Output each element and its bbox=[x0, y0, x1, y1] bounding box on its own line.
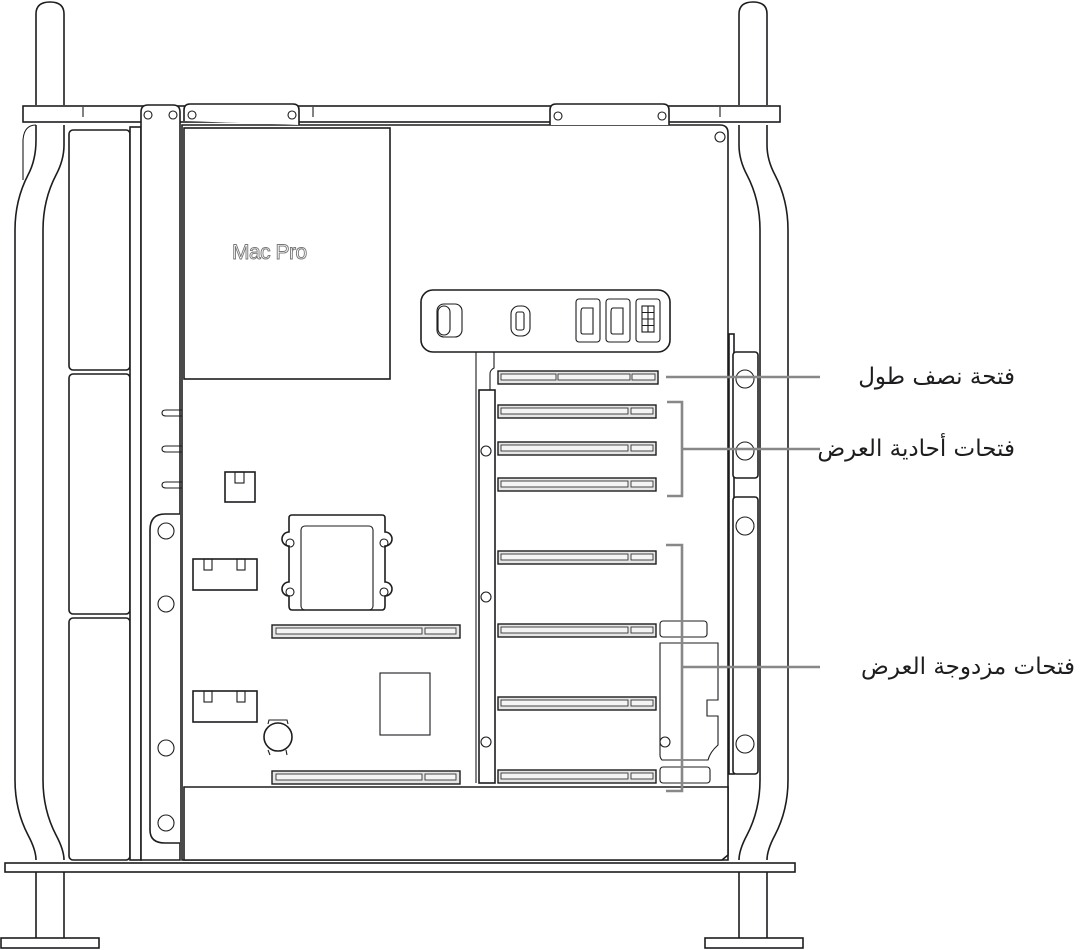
single-wide-slot-1[interactable] bbox=[497, 404, 657, 419]
right-side-rail bbox=[728, 333, 759, 775]
double-wide-slot-1[interactable] bbox=[497, 550, 657, 565]
hdmi-port-2-icon[interactable] bbox=[605, 298, 631, 343]
pcie-riser bbox=[475, 352, 496, 784]
aux-power-connector-icon[interactable] bbox=[635, 298, 661, 343]
half-length-slot[interactable] bbox=[497, 370, 659, 385]
thunderbolt-port-icon[interactable] bbox=[510, 305, 531, 337]
pcie-slots bbox=[497, 370, 659, 784]
board-components bbox=[192, 471, 431, 756]
fan-modules bbox=[68, 129, 131, 861]
bottom-rail bbox=[4, 862, 796, 873]
lower-enclosure bbox=[183, 786, 729, 864]
mac-pro-logo: Mac Pro bbox=[232, 241, 308, 265]
left-board-slots bbox=[271, 624, 461, 785]
single-wide-bracket bbox=[667, 400, 820, 498]
hdmi-port-1-icon[interactable] bbox=[575, 298, 601, 343]
right-board-detail bbox=[659, 620, 719, 784]
double-wide-slot-4[interactable] bbox=[497, 769, 657, 784]
io-card[interactable] bbox=[420, 289, 671, 353]
double-wide-slot-3[interactable] bbox=[497, 696, 657, 711]
label-double-wide-slots: فتحات مزدوجة العرض bbox=[861, 654, 1075, 680]
double-wide-bracket bbox=[666, 543, 820, 793]
left-bracket bbox=[149, 409, 182, 844]
single-wide-slot-2[interactable] bbox=[497, 441, 657, 456]
power-supply-module bbox=[183, 127, 391, 380]
label-single-wide-slots: فتحات أحادية العرض bbox=[817, 436, 1015, 462]
left-frame-handle bbox=[0, 1, 100, 949]
double-wide-slot-2[interactable] bbox=[497, 623, 657, 638]
callout-lines bbox=[666, 375, 820, 793]
label-half-length-slot: فتحة نصف طول bbox=[858, 364, 1015, 390]
power-button-icon[interactable] bbox=[436, 303, 463, 338]
single-wide-slot-3[interactable] bbox=[497, 477, 657, 492]
right-frame-handle bbox=[704, 1, 804, 949]
